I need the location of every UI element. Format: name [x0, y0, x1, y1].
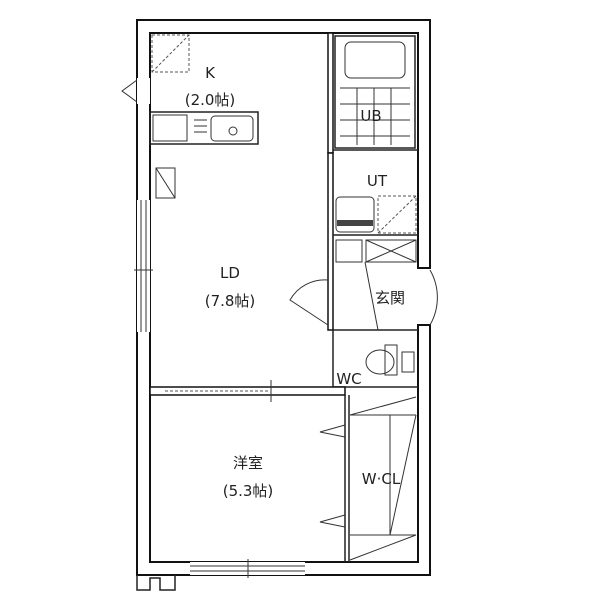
kitchen-counter [149, 34, 259, 199]
closet [319, 396, 417, 561]
left-window [134, 200, 153, 332]
entrance [289, 239, 438, 331]
bottom-window [190, 559, 305, 578]
kitchen-size: (2.0帖) [185, 91, 236, 109]
toilet [365, 344, 415, 376]
bathtub [334, 35, 416, 149]
western-room-size: (5.3帖) [223, 482, 274, 500]
living-dining-label: LD [220, 264, 240, 282]
kitchen-label: K [205, 64, 216, 82]
sink-drain-icon [228, 126, 238, 136]
outer-walls [136, 19, 431, 576]
entrance-door-swing [429, 269, 438, 326]
closet-label: W·CL [362, 470, 401, 488]
living-dining-size: (7.8帖) [205, 292, 256, 310]
washbasin [335, 195, 417, 234]
utility-label: UT [367, 172, 388, 190]
western-room-label: 洋室 [233, 454, 263, 472]
kitchen-side-door [121, 78, 150, 104]
wall-notch [136, 575, 176, 591]
bath-label: UB [360, 107, 381, 125]
entrance-label: 玄関 [375, 289, 405, 307]
toilet-label: WC [336, 370, 361, 388]
partitions [149, 32, 418, 562]
